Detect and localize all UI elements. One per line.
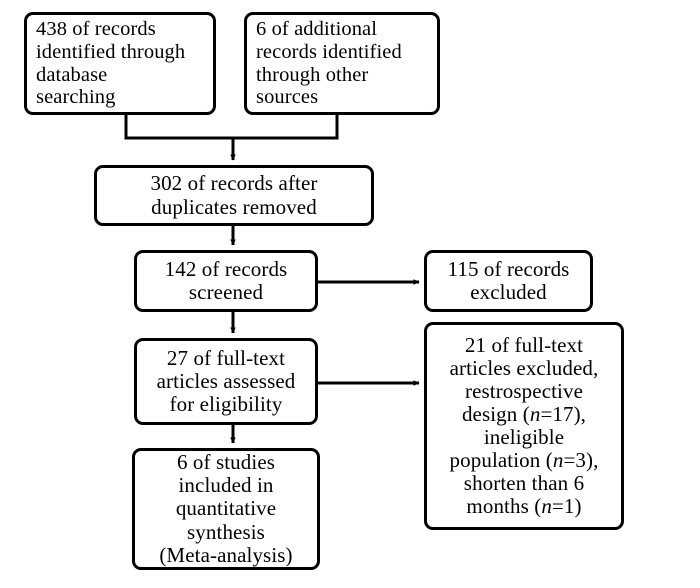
node-records-screened: 142 of records screened — [134, 250, 318, 312]
node-line: synthesis — [187, 519, 265, 544]
node-line: months (n=1) — [466, 494, 582, 519]
node-line: 27 of full-text — [166, 345, 286, 370]
node-records-identified-other-sources: 6 of additional records identified throu… — [244, 12, 440, 115]
node-line: through other — [256, 63, 369, 86]
connector-merge-to-duplicates — [124, 115, 339, 161]
node-line: articles assessed — [156, 368, 296, 393]
node-line: restrospective — [464, 378, 584, 403]
node-line: sources — [256, 86, 319, 109]
node-line: identified through — [36, 40, 186, 63]
node-line: ineligible — [483, 425, 565, 449]
node-line: 438 of records — [36, 18, 156, 41]
node-records-excluded: 115 of records excluded — [424, 250, 593, 312]
node-line: records identified — [256, 40, 402, 63]
node-line: searching — [36, 86, 116, 109]
node-line: duplicates removed — [151, 194, 317, 219]
node-line: design (n=17), — [461, 401, 587, 426]
node-line: quantitative — [175, 496, 277, 521]
node-records-identified-database: 438 of records identified through databa… — [24, 12, 216, 115]
node-line: 142 of records — [164, 256, 288, 281]
node-fulltext-articles-assessed: 27 of full-text articles assessed for el… — [134, 338, 318, 425]
node-line: database — [36, 63, 108, 86]
node-line: population (n=3), — [449, 448, 599, 473]
node-records-after-duplicates-removed: 302 of records after duplicates removed — [94, 165, 374, 226]
node-line: 6 of studies — [176, 450, 276, 475]
node-line: (Meta-analysis) — [159, 542, 293, 567]
node-line: 21 of full-text — [464, 332, 584, 357]
node-line: screened — [188, 280, 264, 304]
node-line: for eligibility — [169, 392, 283, 417]
node-line: 302 of records after — [150, 171, 318, 196]
node-studies-included-quantitative-synthesis: 6 of studies included in quantitative sy… — [132, 448, 320, 570]
node-line: excluded — [470, 280, 547, 304]
node-line: 115 of records — [447, 256, 570, 281]
node-fulltext-articles-excluded: 21 of full-text articles excluded, restr… — [424, 322, 624, 530]
node-line: 6 of additional — [256, 18, 378, 41]
node-line: shorten than 6 — [463, 471, 585, 496]
node-line: articles excluded, — [449, 355, 599, 380]
node-line: included in — [178, 473, 274, 498]
